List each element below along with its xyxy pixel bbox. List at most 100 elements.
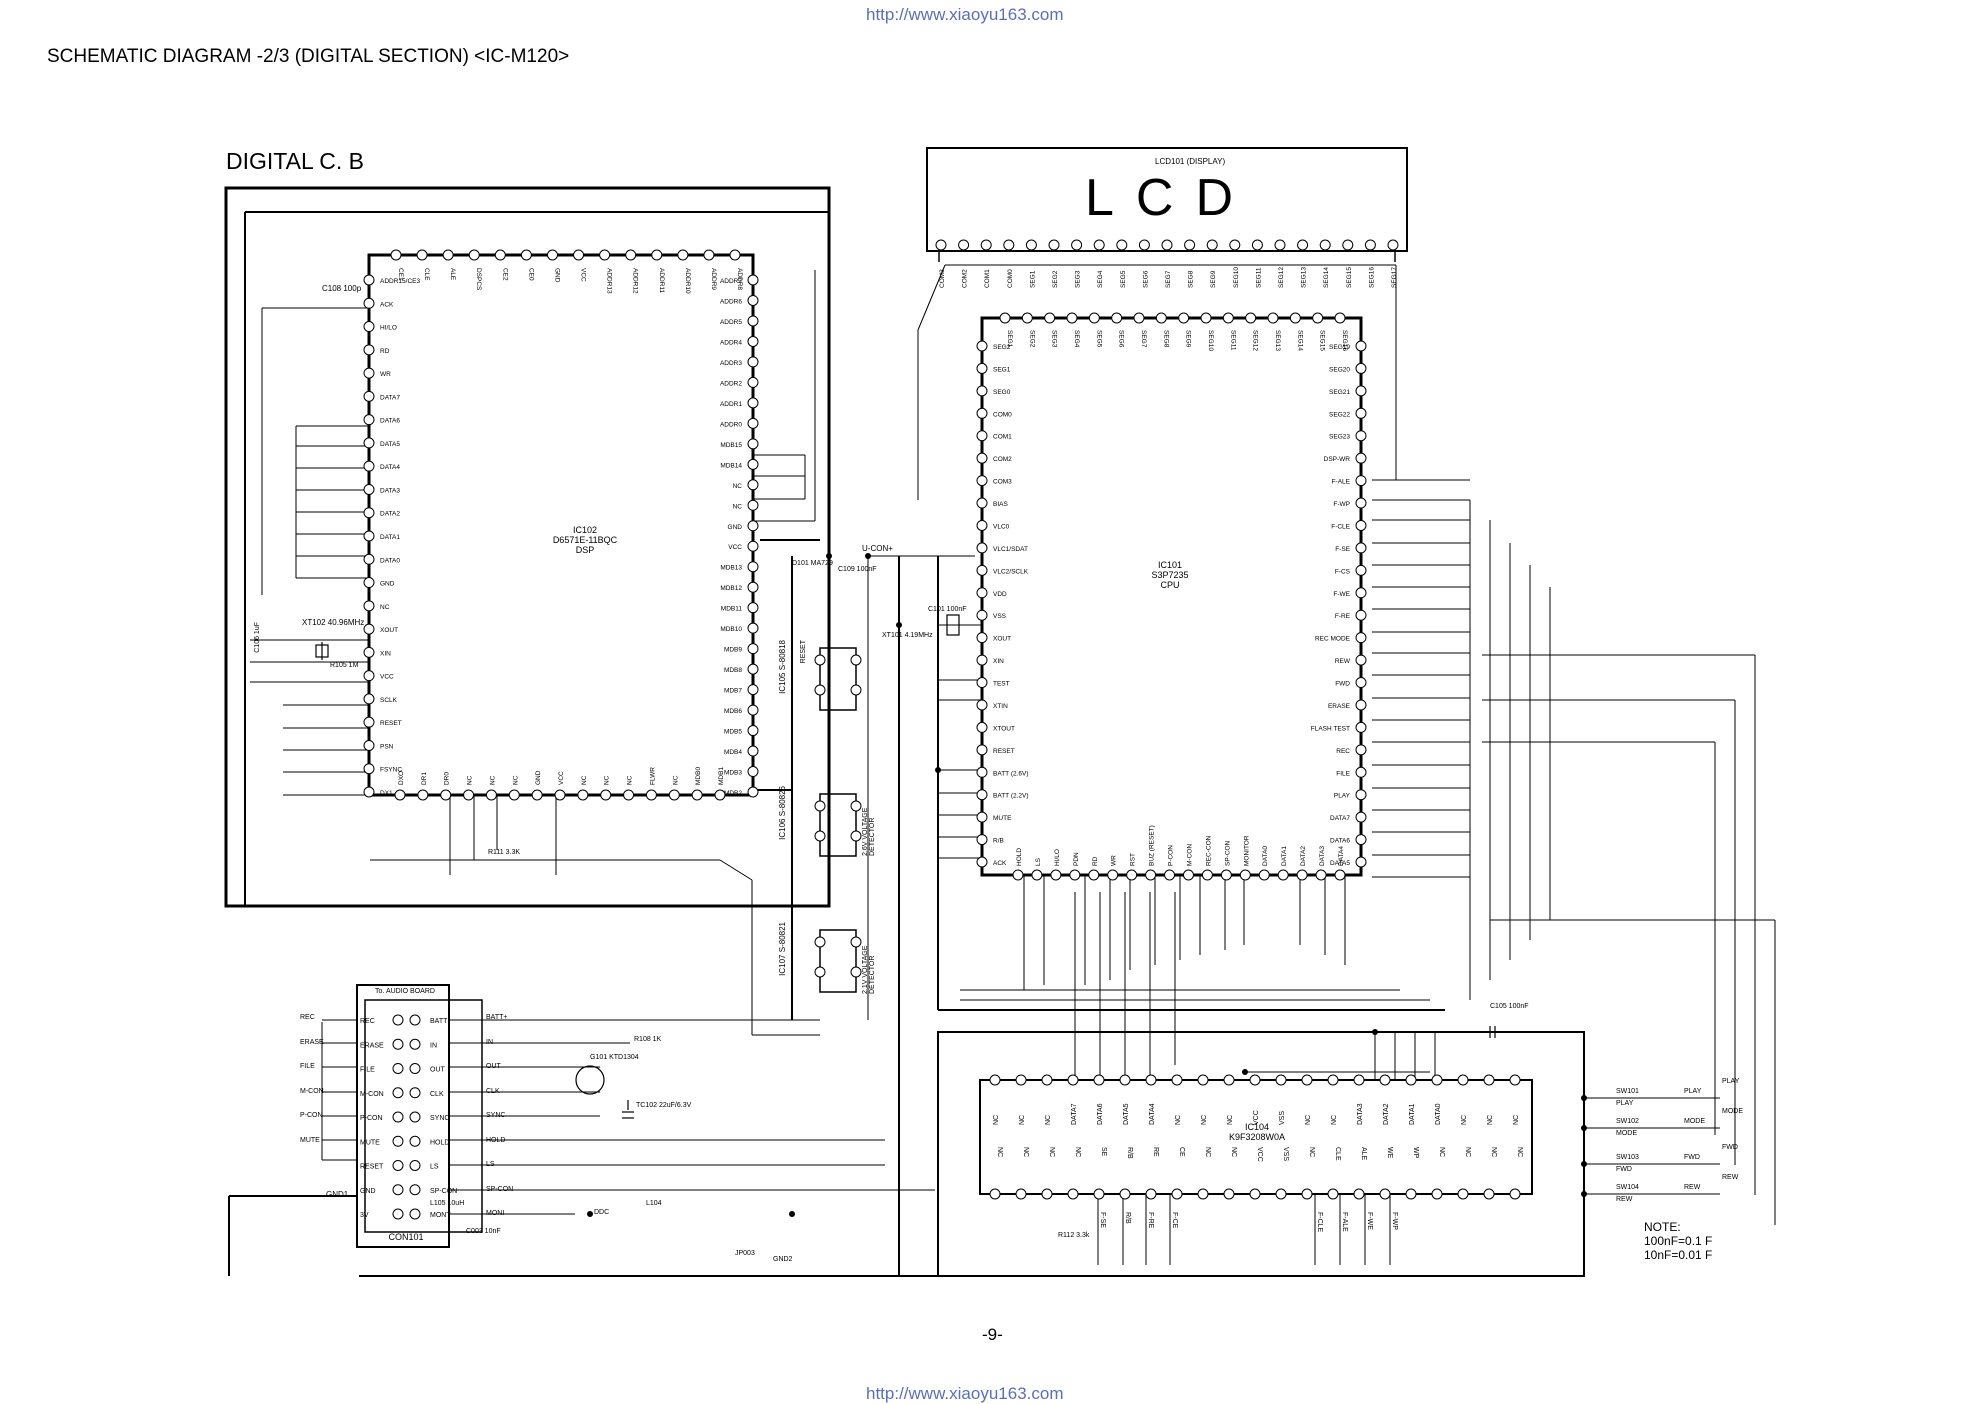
ic101-pin [1355, 385, 1367, 397]
ic101-pin-label: SEG14 [1296, 330, 1303, 351]
ic101-pin [1355, 766, 1367, 778]
ic101-pin-label: RD [1092, 856, 1099, 866]
ic101-pin [976, 811, 988, 823]
ic104-pin-label: RE [1152, 1147, 1159, 1157]
ic102-pin-label: CE2 [501, 268, 508, 281]
ic101-pin [1126, 869, 1138, 881]
ic102-pin [363, 600, 375, 612]
ic101-pin-label: ERASE [1328, 703, 1351, 710]
con101-ext-right-label: OUT [486, 1063, 501, 1070]
ic102-pin [747, 786, 759, 798]
ic101-pin [1355, 497, 1367, 509]
ic104-pin-label: NC [1022, 1147, 1029, 1157]
con101-right-label: SP-CON [430, 1188, 457, 1195]
lcd-pin [958, 239, 970, 251]
con101-left-label: FILE [360, 1067, 375, 1074]
ic104-pin [1379, 1074, 1391, 1086]
ic101-pin-label: SEG7 [1140, 330, 1147, 348]
ic102-pin-label: MDB14 [720, 462, 742, 469]
ic105-label: IC105 S-80818 [778, 640, 787, 694]
ic101-pin-label: HOLD [1016, 848, 1023, 866]
con101-pin [392, 1208, 404, 1220]
lcd-pin-label: SEG14 [1323, 267, 1330, 288]
ic104-pin [1119, 1188, 1131, 1200]
ic104-pin-label: DATA1 [1409, 1103, 1416, 1125]
ic101-pin [976, 744, 988, 756]
ic104-pin [1327, 1074, 1339, 1086]
ic102-pin-label: ADDR3 [720, 360, 742, 367]
ic105-note: RESET [800, 640, 807, 664]
ic104-pin-label: DATA5 [1123, 1103, 1130, 1125]
ic101-pin-label: VLC1/SDAT [993, 546, 1028, 553]
ic101-pin-label: RST [1130, 853, 1137, 866]
ic102-pin [623, 789, 635, 801]
ic104-pin [1301, 1188, 1313, 1200]
ic101-pin-label: MONITOR [1243, 835, 1250, 866]
ic101-pin-label: FLASH TEST [1311, 725, 1350, 732]
ic102-pin-label: NC [512, 775, 519, 785]
ic102-pin-label: MDB12 [720, 585, 742, 592]
lcd-pin-label: SEG2 [1052, 270, 1059, 288]
ic102-pin-label: XIN [380, 650, 391, 657]
ic104-signal-label: F-SE [1099, 1212, 1106, 1228]
ic101-pin-label: SEG11 [1229, 330, 1236, 351]
ic104-pin [1457, 1074, 1469, 1086]
ic104-pin-label: DATA2 [1383, 1103, 1390, 1125]
ic104-pin-label: SE [1100, 1147, 1107, 1157]
ic104-pin-label: NC [993, 1115, 1000, 1125]
con101-pin [409, 1111, 421, 1123]
con101-pin [392, 1014, 404, 1026]
c106-label: C106 1uF [254, 622, 261, 653]
ic101-pin-label: SEG20 [1329, 366, 1350, 373]
source-url-bottom: http://www.xiaoyu163.com [866, 1384, 1064, 1403]
ic102-pin [677, 249, 689, 261]
ic101-pin-label: ACK [993, 860, 1007, 867]
ic104-pin [989, 1188, 1001, 1200]
ic102-pin [416, 249, 428, 261]
ic102-pin [520, 249, 532, 261]
lcd-pin-label: COM3 [939, 269, 946, 288]
ic101-pin-label: SEG0 [993, 389, 1011, 396]
ic102-pin [747, 663, 759, 675]
ic102-pin [440, 789, 452, 801]
ic102-pin-label: MDB1 [718, 767, 725, 785]
ic101-pin [1315, 869, 1327, 881]
ic101-pin [1355, 721, 1367, 733]
note-title: NOTE: [1644, 1220, 1681, 1234]
d101-label: D101 MA729 [792, 560, 833, 567]
ic104-pin [1483, 1188, 1495, 1200]
ucon-label: U-CON+ [862, 544, 893, 553]
switch-label: FWD [1684, 1154, 1700, 1161]
ic102-pin [363, 670, 375, 682]
ic101-pin [1355, 811, 1367, 823]
ic101-pin-label: SEG10 [1207, 330, 1214, 351]
con101-pin [392, 1038, 404, 1050]
ic102-pin-label: MDB11 [721, 606, 743, 613]
con101-pin [409, 1014, 421, 1026]
ic102-pin-label: DATA3 [380, 487, 400, 494]
ic102-pin-label: DATA0 [380, 557, 400, 564]
ic102-pin [747, 561, 759, 573]
ic101-pin-label: PLAY [1334, 793, 1351, 800]
switch-net: FWD [1616, 1166, 1632, 1173]
ic104-pin [1353, 1188, 1365, 1200]
ic104-pin [1197, 1074, 1209, 1086]
switch-ref: SW103 [1616, 1154, 1639, 1161]
con101-pin [409, 1208, 421, 1220]
ic101-pin-label: SEG22 [1329, 411, 1350, 418]
note-line-2: 10nF=0.01 F [1644, 1248, 1713, 1262]
ic101-pin [976, 542, 988, 554]
ic102-pin [747, 766, 759, 778]
switch-net-right: PLAY [1722, 1078, 1740, 1085]
con101-left-label: ERASE [360, 1042, 384, 1049]
ic102-pin [363, 577, 375, 589]
switch-net: PLAY [1616, 1100, 1634, 1107]
ic101-pin-label: REC-CON [1205, 835, 1212, 866]
ic101-pin [1296, 869, 1308, 881]
ic102-pin-label: NC [467, 775, 474, 785]
con101-right-label: MONT [430, 1212, 451, 1219]
ic101-pin [976, 430, 988, 442]
ic104-pin [1275, 1188, 1287, 1200]
con101-pin [392, 1160, 404, 1171]
ic104-pin-label: NC [1048, 1147, 1055, 1157]
